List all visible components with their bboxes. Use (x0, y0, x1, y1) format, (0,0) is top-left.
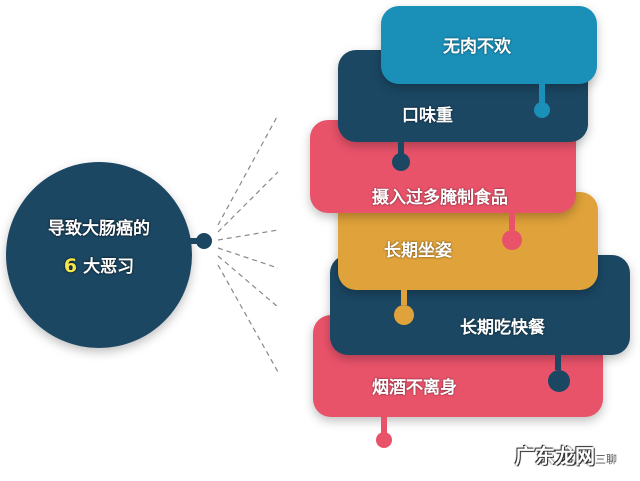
drip-drop (376, 432, 392, 448)
central-title-line2: 6 大恶习 (6, 252, 192, 277)
watermark: 广东龙网三聊 (515, 440, 617, 469)
central-topic-circle: 导致大肠癌的 6 大恶习 (6, 162, 192, 348)
habit-label-1: 无肉不欢 (443, 37, 511, 57)
habit-label-2: 口味重 (402, 106, 453, 126)
drip-drop (392, 153, 410, 171)
habit-label-3: 摄入过多腌制食品 (372, 188, 508, 208)
drip-stem (509, 210, 515, 230)
circle-knob (196, 233, 212, 249)
habit-label-5: 长期吃快餐 (460, 318, 545, 338)
habit-bubble-1 (381, 6, 597, 84)
drip-drop (548, 370, 570, 392)
drip-drop (394, 305, 414, 325)
drip-stem (555, 352, 561, 370)
watermark-main: 广东龙网 (515, 444, 595, 468)
central-title-suffix: 大恶习 (83, 257, 135, 277)
drip-stem (401, 287, 407, 305)
habit-count: 6 (63, 255, 78, 277)
drip-stem (381, 412, 387, 434)
drip-drop (534, 102, 550, 118)
habit-label-6: 烟酒不离身 (372, 378, 457, 398)
central-title-line1: 导致大肠癌的 (48, 219, 150, 239)
watermark-small: 三聊 (595, 453, 617, 466)
habit-label-4: 长期坐姿 (384, 241, 452, 261)
drip-drop (502, 230, 522, 250)
drip-stem (398, 140, 404, 155)
drip-stem (539, 82, 545, 104)
